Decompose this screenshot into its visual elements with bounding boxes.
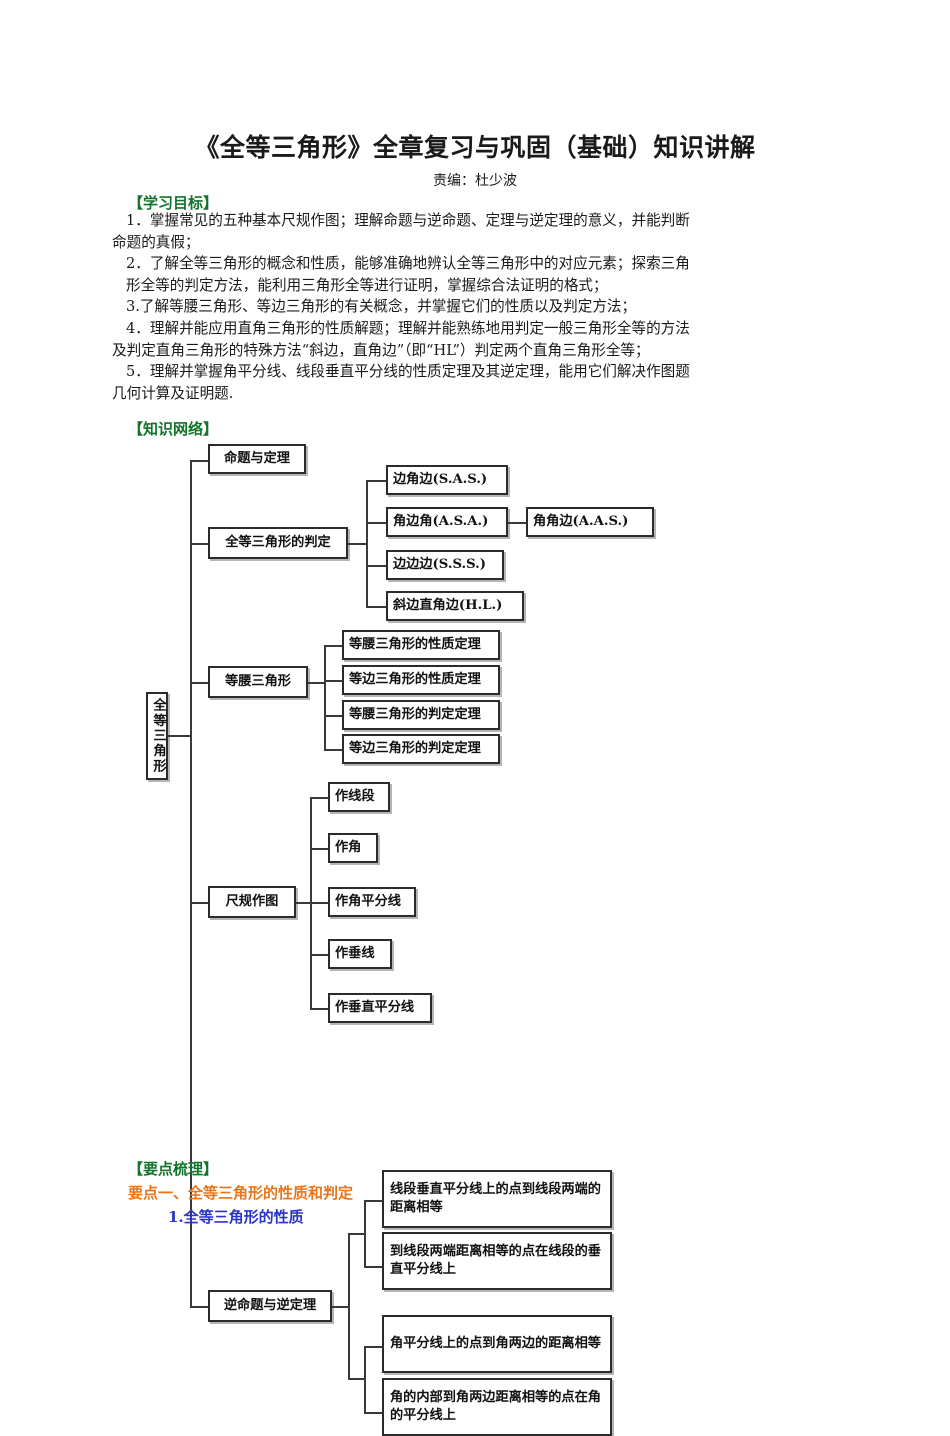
learning-objectives-heading: 【学习目标】 xyxy=(128,194,219,212)
objective-line: 3.了解等腰三角形、等边三角形的有关概念，并掌握它们的性质以及判定方法； xyxy=(126,298,637,316)
diagram-node-angle-bisector-converse: 角的内部到角两边距离相等的点在角的平分线上 xyxy=(382,1378,612,1436)
connector xyxy=(366,606,386,608)
diagram-node-perp-bisector-converse: 到线段两端距离相等的点在线段的垂直平分线上 xyxy=(382,1232,612,1290)
connector xyxy=(366,565,386,567)
key-points-heading: 【要点梳理】 xyxy=(128,1160,219,1178)
diagram-node-isosceles-triangle: 等腰三角形 xyxy=(208,666,308,698)
connector xyxy=(190,460,208,462)
connector xyxy=(332,1306,348,1308)
connector xyxy=(366,522,386,524)
connector xyxy=(324,645,342,647)
diagram-node-congruence-criteria: 全等三角形的判定 xyxy=(208,527,348,559)
byline: 责编：杜少波 xyxy=(433,173,517,189)
connector xyxy=(348,1378,364,1380)
knowledge-network-diagram: 全等三角形 命题与定理 全等三角形的判定 边角边(S.A.S.) 角边角(A.S… xyxy=(140,434,670,1436)
diagram-node-draw-perpendicular: 作垂线 xyxy=(328,939,392,969)
diagram-node-equilateral-property: 等边三角形的性质定理 xyxy=(342,665,500,695)
page-title: 《全等三角形》全章复习与巩固（基础）知识讲解 xyxy=(194,133,756,162)
diagram-node-draw-angle: 作角 xyxy=(328,833,378,863)
connector xyxy=(190,460,192,1306)
key-point-one-subheading: 1.全等三角形的性质 xyxy=(168,1208,304,1226)
diagram-node-draw-segment: 作线段 xyxy=(328,782,390,812)
objective-line: 5．理解并掌握角平分线、线段垂直平分线的性质定理及其逆定理，能用它们解决作图题 xyxy=(126,363,690,381)
connector xyxy=(324,680,342,682)
connector xyxy=(366,480,386,482)
diagram-node-converse: 逆命题与逆定理 xyxy=(208,1290,332,1322)
connector xyxy=(190,902,208,904)
key-point-one-heading: 要点一、全等三角形的性质和判定 xyxy=(128,1184,354,1202)
connector xyxy=(190,1306,208,1308)
diagram-node-equilateral-criterion: 等边三角形的判定定理 xyxy=(342,734,500,764)
diagram-node-hl: 斜边直角边(H.L.) xyxy=(386,591,524,621)
connector xyxy=(508,522,526,524)
connector xyxy=(168,735,190,737)
connector xyxy=(308,682,324,684)
objective-line: 4．理解并能应用直角三角形的性质解题；理解并能熟练地用判定一般三角形全等的方法 xyxy=(126,319,690,337)
document-page: 《全等三角形》全章复习与巩固（基础）知识讲解 责编：杜少波 【学习目标】 1．掌… xyxy=(112,133,842,1436)
connector xyxy=(364,1412,382,1414)
diagram-node-sss: 边边边(S.S.S.) xyxy=(386,550,504,580)
connector xyxy=(296,902,310,904)
connector xyxy=(348,1233,350,1378)
diagram-node-perp-bisector-property: 线段垂直平分线上的点到线段两端的距离相等 xyxy=(382,1170,612,1228)
diagram-node-draw-perpendicular-bisector: 作垂直平分线 xyxy=(328,993,432,1023)
diagram-node-asa: 角边角(A.S.A.) xyxy=(386,507,508,537)
diagram-root-node: 全等三角形 xyxy=(146,692,168,780)
objective-line: 2．了解全等三角形的概念和性质，能够准确地辨认全等三角形中的对应元素；探索三角 xyxy=(126,255,690,273)
connector xyxy=(348,543,366,545)
connector xyxy=(364,1346,382,1348)
diagram-node-ruler-compass: 尺规作图 xyxy=(208,886,296,918)
connector xyxy=(310,902,328,904)
diagram-node-aas: 角角边(A.A.S.) xyxy=(526,507,654,537)
objective-line: 形全等的判定方法，能利用三角形全等进行证明，掌握综合法证明的格式； xyxy=(126,276,608,294)
connector xyxy=(324,715,342,717)
connector xyxy=(190,682,208,684)
connector xyxy=(310,848,328,850)
connector xyxy=(310,1008,328,1010)
connector xyxy=(310,797,328,799)
connector xyxy=(364,1346,366,1412)
connector xyxy=(348,1233,364,1235)
knowledge-network-heading: 【知识网络】 xyxy=(128,420,219,438)
connector xyxy=(324,749,342,751)
connector xyxy=(364,1266,382,1268)
connector xyxy=(364,1200,382,1202)
objective-line: 几何计算及证明题. xyxy=(112,384,234,402)
objective-line: 1．掌握常见的五种基本尺规作图；理解命题与逆命题、定理与逆定理的意义，并能判断 xyxy=(126,212,690,229)
diagram-node-sas: 边角边(S.A.S.) xyxy=(386,465,508,495)
connector xyxy=(366,480,368,606)
diagram-node-angle-bisector-property: 角平分线上的点到角两边的距离相等 xyxy=(382,1315,612,1373)
connector xyxy=(310,954,328,956)
connector xyxy=(190,543,208,545)
connector xyxy=(324,645,326,749)
objective-line: 命题的真假； xyxy=(112,233,200,251)
diagram-node-isosceles-criterion: 等腰三角形的判定定理 xyxy=(342,700,500,730)
learning-objectives-list: 1．掌握常见的五种基本尺规作图；理解命题与逆命题、定理与逆定理的意义，并能判断 … xyxy=(112,210,842,404)
objective-line: 及判定直角三角形的特殊方法“斜边，直角边”（即“HL”）判定两个直角三角形全等； xyxy=(112,341,650,359)
diagram-node-draw-angle-bisector: 作角平分线 xyxy=(328,887,416,917)
diagram-node-proposition-theorem: 命题与定理 xyxy=(208,444,306,474)
connector xyxy=(364,1200,366,1266)
diagram-node-isosceles-property: 等腰三角形的性质定理 xyxy=(342,630,500,660)
